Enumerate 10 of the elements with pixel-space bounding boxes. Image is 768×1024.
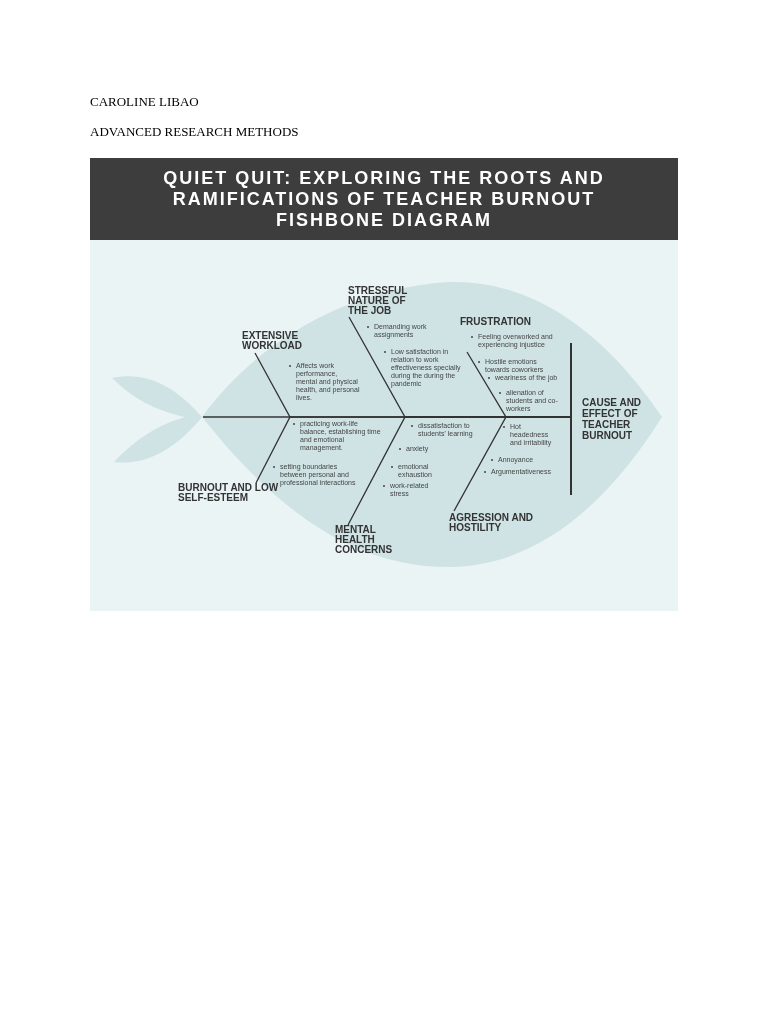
category-heading: AGRESSION AND HOSTILITY: [449, 513, 559, 533]
bone-line: [453, 416, 571, 512]
diagram-title: QUIET QUIT: EXPLORING THE ROOTS AND RAMIFICATIONS OF TEACHER BURNOUT FISHBONE DIAGRAM: [162, 167, 606, 231]
category-heading: MENTAL HEALTH CONCERNS: [335, 525, 405, 555]
category-heading: EXTENSIVE WORKLOAD: [242, 331, 322, 351]
document-heading: ADVANCED RESEARCH METHODS: [90, 123, 299, 141]
category-heading: FRUSTRATION: [460, 317, 550, 327]
document-heading: CAROLINE LIBAO: [90, 93, 199, 111]
category-heading: STRESSFUL NATURE OF THE JOB: [348, 286, 428, 316]
effect-label: CAUSE AND EFFECT OF TEACHER BURNOUT: [582, 397, 643, 441]
